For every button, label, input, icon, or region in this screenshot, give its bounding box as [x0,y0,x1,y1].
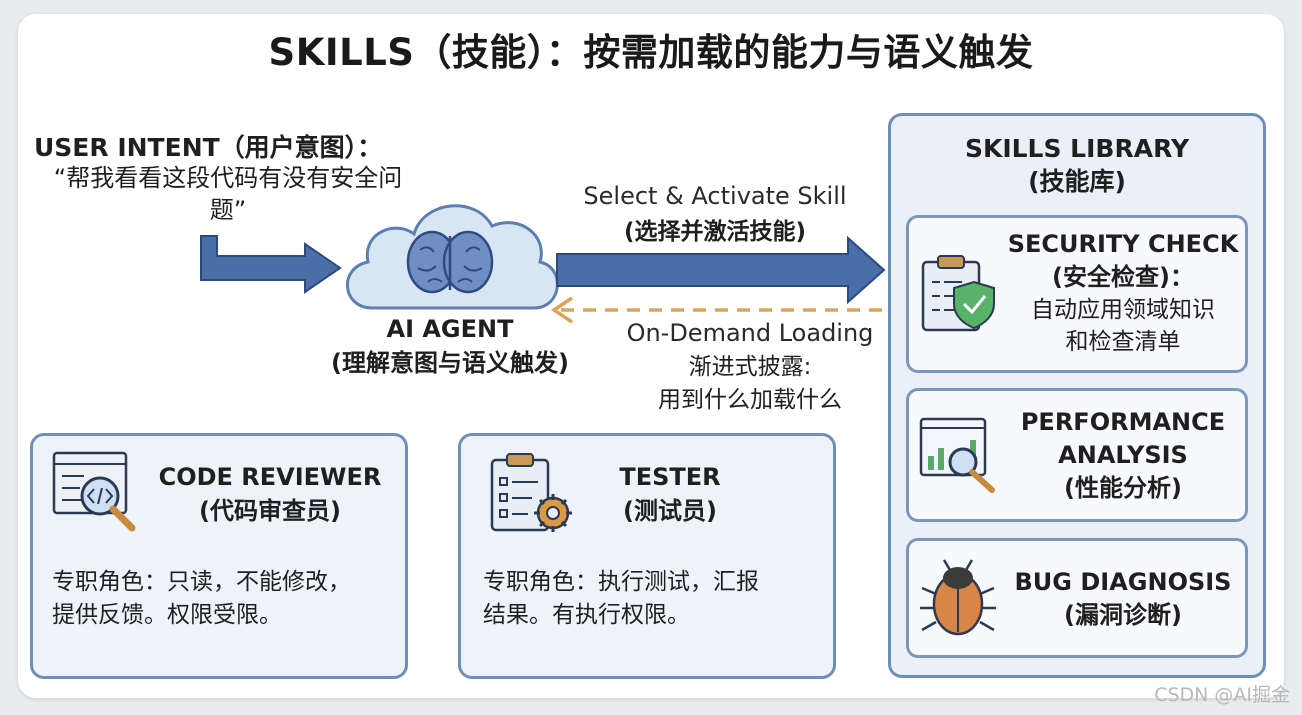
code-magnifier-icon [52,451,136,532]
watermark: CSDN @AI掘金 [1154,684,1290,706]
role-code-reviewer-desc: 专职角色：只读，不能修改， 提供反馈。权限受限。 [52,566,402,632]
chart-magnifier-icon [919,417,995,493]
skill-security-check-desc-1: 自动应用领域知识 [1031,297,1215,323]
select-skill-label-cn: (选择并激活技能) [623,219,807,245]
role-code-reviewer-desc-1: 专职角色：只读，不能修改， [52,569,351,595]
bug-icon [920,559,996,636]
ai-agent-subtitle: (理解意图与语义触发) [331,349,569,377]
skill-security-check-name: SECURITY CHECK [1007,230,1239,258]
user-intent-heading: USER INTENT（用户意图）： [34,133,383,162]
select-activate-arrow [556,235,886,305]
skill-security-check-name-cn: (安全检查)： [1052,263,1194,291]
on-demand-label-en: On-Demand Loading [626,319,874,347]
skill-performance-name-2: ANALYSIS [1058,441,1188,469]
on-demand-label-cn-2: 用到什么加载什么 [658,387,842,413]
skill-security-check-desc-2: 和检查清单 [1065,329,1181,355]
clipboard-gear-icon [490,453,572,532]
user-intent-quote: “帮我看看这段代码有没有安全问题” [53,164,403,224]
skills-library-heading: SKILLS LIBRARY (技能库) [888,132,1266,198]
skills-library-title: SKILLS LIBRARY [964,134,1190,163]
clipboard-shield-icon [921,255,995,332]
ai-agent-label: AI AGENT (理解意图与语义触发) [300,312,600,380]
role-tester-name: TESTER [619,463,721,491]
on-demand-loading-arrow [550,296,904,324]
role-code-reviewer-heading: CODE REVIEWER (代码审查员) [140,460,400,528]
brain-icon [406,230,494,294]
skill-bug-diagnosis-heading: BUG DIAGNOSIS (漏洞诊断) [1000,566,1246,632]
intent-to-agent-arrow [200,235,342,294]
role-code-reviewer-desc-2: 提供反馈。权限受限。 [52,602,282,628]
ai-agent-name: AI AGENT [386,315,514,343]
skill-bug-diagnosis-name-cn: (漏洞诊断) [1064,601,1182,629]
skill-security-check-heading: SECURITY CHECK (安全检查)： [1000,228,1246,294]
on-demand-label-cn: 渐进式披露: 用到什么加载什么 [600,351,900,417]
page-title: SKILLS（技能）：按需加载的能力与语义触发 [268,31,1034,74]
on-demand-label-cn-1: 渐进式披露: [688,354,812,380]
skills-library-subtitle: (技能库) [1028,167,1126,196]
skill-performance-name-1: PERFORMANCE [1020,408,1226,436]
skill-bug-diagnosis-name: BUG DIAGNOSIS [1014,568,1232,596]
role-tester-desc: 专职角色：执行测试，汇报 结果。有执行权限。 [483,566,828,632]
skill-security-check-desc: 自动应用领域知识 和检查清单 [1000,294,1246,358]
select-skill-label-en: Select & Activate Skill [583,182,847,210]
skill-performance-analysis-heading: PERFORMANCE ANALYSIS (性能分析) [1000,406,1246,505]
skill-performance-name-cn: (性能分析) [1064,474,1182,502]
role-tester-desc-1: 专职角色：执行测试，汇报 [483,569,759,595]
role-code-reviewer-name-cn: (代码审查员) [199,497,341,525]
role-tester-name-cn: (测试员) [623,497,717,525]
role-code-reviewer-name: CODE REVIEWER [158,463,382,491]
role-tester-desc-2: 结果。有执行权限。 [483,602,690,628]
role-tester-heading: TESTER (测试员) [570,460,770,528]
